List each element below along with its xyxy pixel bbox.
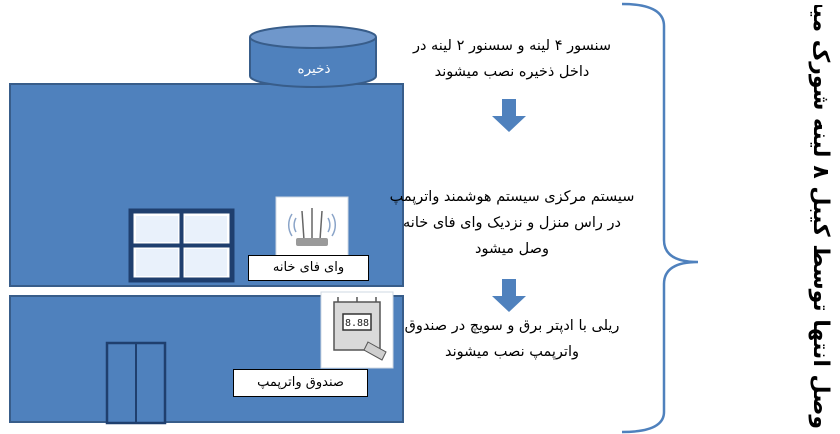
door [105,341,167,425]
curly-brace [621,2,699,434]
step-3-text: ریلی با ادپتر برق و سویچ در صندوق واترپم… [372,313,652,365]
step-2-text: سیستم مرکزی سیستم هوشمند واترپمپ در راس … [372,184,652,262]
tank-label: ذخیره [297,61,331,77]
window-icon [128,208,235,283]
flow-arrow-down [492,99,526,132]
step-2-line-1: سیستم مرکزی سیستم هوشمند واترپمپ [389,189,635,205]
flow-arrow-down [492,279,526,312]
pump-controller-icon: 8.88 [320,291,394,369]
wifi-router-icon [275,196,349,260]
svg-text:8.88: 8.88 [345,318,369,329]
step-3-line-1: ریلی با ادپتر برق و سویچ در صندوق [404,318,620,334]
step-1-text: سنسور ۴ لینه و سسنور ۲ لینه در داخل ذخیر… [378,33,646,85]
step-1-line-1: سنسور ۴ لینه و سسنور ۲ لینه در [412,38,612,54]
step-1-line-2: داخل ذخیره نصب میشوند [434,64,590,80]
step-2-line-3: وصل میشود [475,241,549,257]
step-2-line-2: در راس منزل و نزدیک وای فای خانه [403,215,621,231]
water-pump-box-label: صندوق واترپمپ [233,369,368,397]
side-caption: وصل انتها توسط کیبل ۸ لینه شورک میشود [808,5,833,429]
storage-tank [249,25,377,88]
wifi-label: وای فای خانه [248,255,369,281]
step-3-line-2: واترپمپ نصب میشوند [444,344,579,360]
